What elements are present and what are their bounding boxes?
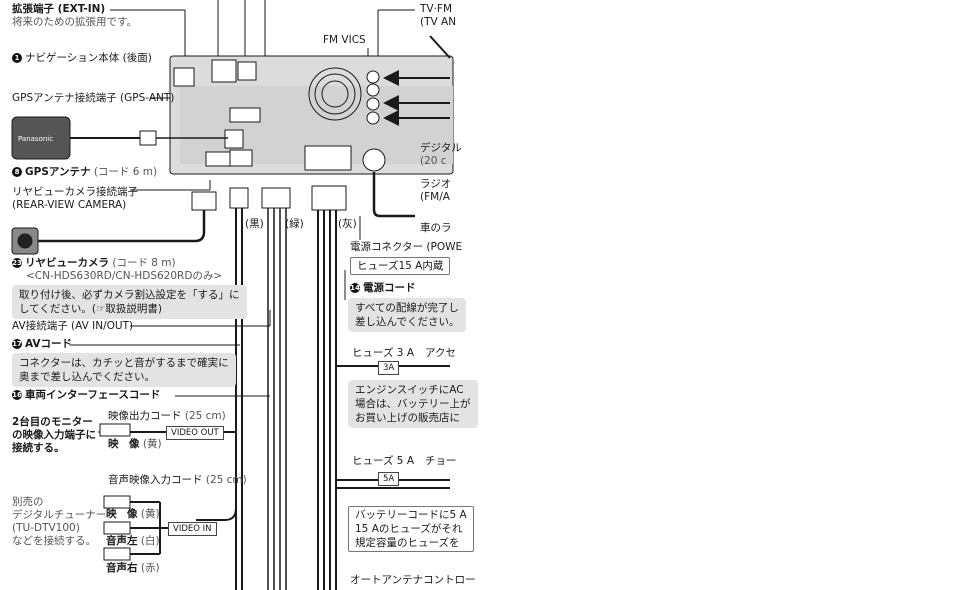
video-out-plug-text: 映 像 — [108, 438, 140, 450]
battery-note-line-3: 規定容量のヒューズを — [355, 537, 460, 549]
wire-black-label: (黒) — [245, 218, 264, 230]
battery-note-line-1: バッテリーコードに5 A — [355, 509, 467, 521]
gps-ant-port-label: GPSアンテナ接続端子 (GPS-ANT) — [12, 92, 175, 104]
engine-note-line-2: 場合は、バッテリー上が — [355, 398, 471, 410]
nav-unit-number: 1 — [12, 53, 22, 63]
in-audio-r-text: 音声右 — [106, 562, 138, 574]
av-cord-note: コネクターは、カチッと音がするまで確実に奥まで差し込んでください。 — [12, 353, 236, 387]
power-note: すべての配線が完了し差し込んでください。 — [348, 298, 467, 332]
tuner-label-3: (TU-DTV100) — [12, 522, 80, 534]
car-radio-label: 車のラ — [420, 222, 452, 234]
video-out-plug-color: (黄) — [142, 438, 162, 450]
ext-in-title: 拡張端子 (EXT-IN) — [12, 3, 106, 15]
in-audio-l-color: (白) — [140, 535, 160, 547]
fuse5-tag: 5A — [378, 472, 400, 486]
rear-camera-cord: (コード 8 m) — [112, 257, 176, 269]
rear-note-line-2: してください。(☞取扱説明書) — [19, 303, 162, 315]
in-audio-l-label: 音声左 (白) — [106, 535, 160, 548]
video-in-tag: VIDEO IN — [168, 522, 217, 536]
power-connector-label: 電源コネクター (POWE — [350, 241, 463, 253]
rear-camera-number: 23 — [12, 258, 22, 268]
av-cord-text: AVコード — [25, 338, 73, 350]
av-note-line-2: 奥まで差し込んでください。 — [19, 371, 155, 383]
auto-antenna-label: オートアンテナコントロー — [350, 574, 476, 586]
in-audio-r-label: 音声右 (赤) — [106, 562, 160, 575]
video-out-tag: VIDEO OUT — [166, 426, 224, 440]
battery-note-line-2: 15 Aのヒューズがそれ — [355, 523, 463, 535]
engine-note-line-3: お買い上げの販売店に — [355, 412, 460, 424]
monitor-label-1: 2台目のモニター — [12, 416, 93, 428]
fuse3-tag: 3A — [378, 361, 400, 375]
tv-fm-label-1: TV·FM — [420, 3, 453, 15]
rear-camera-text: リヤビューカメラ — [25, 257, 109, 269]
engine-note-line-1: エンジンスイッチにAC — [355, 384, 464, 396]
fm-vics-label: FM VICS — [323, 34, 366, 46]
tuner-label-4: などを接続する。 — [12, 535, 96, 547]
video-out-cord-len: (25 cm) — [184, 410, 226, 422]
fuse15-box: ヒューズ15 A内蔵 — [350, 257, 451, 275]
rear-camera-note: 取り付け後、必ずカメラ割込設定を「する」にしてください。(☞取扱説明書) — [12, 285, 247, 319]
navigation-unit — [169, 55, 454, 175]
wire-green-label: (緑) — [285, 218, 304, 230]
power-note-line-1: すべての配線が完了し — [355, 302, 459, 314]
tv-fm-label-2: (TV AN — [420, 16, 457, 28]
video-out-cord-label: 映像出力コード (25 cm) — [108, 410, 226, 423]
choke-label: チョー — [425, 455, 457, 467]
gps-antenna — [11, 116, 228, 160]
rear-port-label-2: (REAR-VIEW CAMERA) — [12, 199, 127, 211]
in-video-label: 映 像 (黄) — [106, 508, 160, 521]
power-note-line-2: 差し込んでください。 — [355, 316, 460, 328]
av-in-cord-len: (25 cm) — [205, 474, 247, 486]
tuner-label-1: 別売の — [12, 496, 44, 508]
rear-camera-models: <CN-HDS630RD/CN-HDS620RDのみ> — [26, 270, 223, 282]
video-out-cord-text: 映像出力コード — [108, 410, 182, 422]
radio-label-2: (FM/A — [420, 191, 450, 203]
in-video-color: (黄) — [140, 508, 160, 520]
gps-antenna-text: GPSアンテナ — [25, 166, 91, 178]
radio-label-1: ラジオ — [420, 178, 452, 190]
av-in-cord-text: 音声映像入力コード — [108, 474, 203, 486]
in-audio-l-text: 音声左 — [106, 535, 138, 547]
fuse3-label: ヒューズ 3 A — [352, 347, 415, 359]
input-plugs — [99, 423, 196, 561]
av-in-cord-label: 音声映像入力コード (25 cm) — [108, 474, 247, 487]
rear-note-line-1: 取り付け後、必ずカメラ割込設定を「する」に — [19, 289, 240, 301]
battery-note: バッテリーコードに5 A 15 Aのヒューズがそれ規定容量のヒューズを — [348, 506, 474, 552]
video-out-plug-label: 映 像 (黄) — [108, 438, 162, 451]
in-video-text: 映 像 — [106, 508, 138, 520]
av-cord-number: 17 — [12, 339, 22, 349]
digital-label-1: デジタル — [420, 142, 462, 154]
tuner-label-2: デジタルチューナー — [12, 509, 107, 521]
av-note-line-1: コネクターは、カチッと音がするまで確実に — [19, 357, 229, 369]
antenna-arrows — [383, 35, 451, 126]
ext-in-sub: 将来のための拡張用です。 — [12, 16, 137, 28]
nav-unit-text: ナビゲーション本体 (後面) — [25, 52, 152, 64]
in-audio-r-color: (赤) — [140, 562, 160, 574]
gps-antenna-number: 8 — [12, 167, 22, 177]
vehicle-cord-text: 車両インターフェースコード — [25, 389, 161, 401]
digital-label-2: (20 c — [420, 155, 447, 167]
fuse5-label: ヒューズ 5 A — [352, 455, 415, 467]
vehicle-cord-number: 16 — [12, 390, 22, 400]
av-port-label: AV接続端子 (AV IN/OUT) — [12, 320, 134, 332]
wire-gray-label: (灰) — [338, 218, 357, 230]
engine-note: エンジンスイッチにAC 場合は、バッテリー上がお買い上げの販売店に — [348, 380, 478, 428]
rear-port-label-1: リヤビューカメラ接続端子 — [12, 186, 138, 198]
monitor-label-3: 接続する。 — [12, 442, 65, 454]
gps-brand-label: Panasonic — [18, 135, 54, 143]
gps-antenna-cord: (コード 6 m) — [93, 166, 158, 178]
cable-bundle — [98, 148, 450, 590]
rear-camera — [11, 191, 217, 255]
acc-label: アクセ — [425, 347, 456, 359]
power-cord-text: 電源コード — [363, 282, 416, 294]
power-cord-number: 14 — [350, 283, 360, 293]
monitor-label-2: の映像入力端子に — [12, 429, 96, 441]
